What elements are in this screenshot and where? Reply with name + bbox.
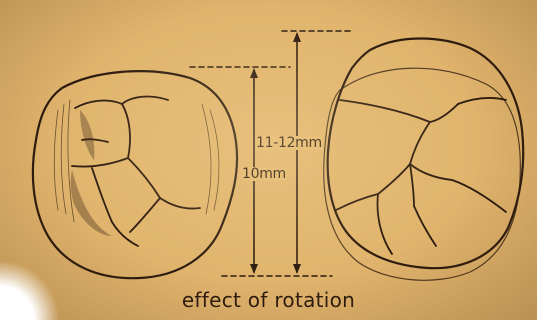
right-tooth-fissures [336,98,506,254]
dimension-label-outer: 11-12mm [255,136,323,150]
dimension-label-inner: 10mm [241,167,287,181]
right-tooth-outline [328,39,524,269]
dimension-arrowheads [250,32,301,274]
figure-caption: effect of rotation [0,290,537,310]
left-tooth-dark-area [71,110,112,236]
left-tooth-outline [33,71,237,278]
